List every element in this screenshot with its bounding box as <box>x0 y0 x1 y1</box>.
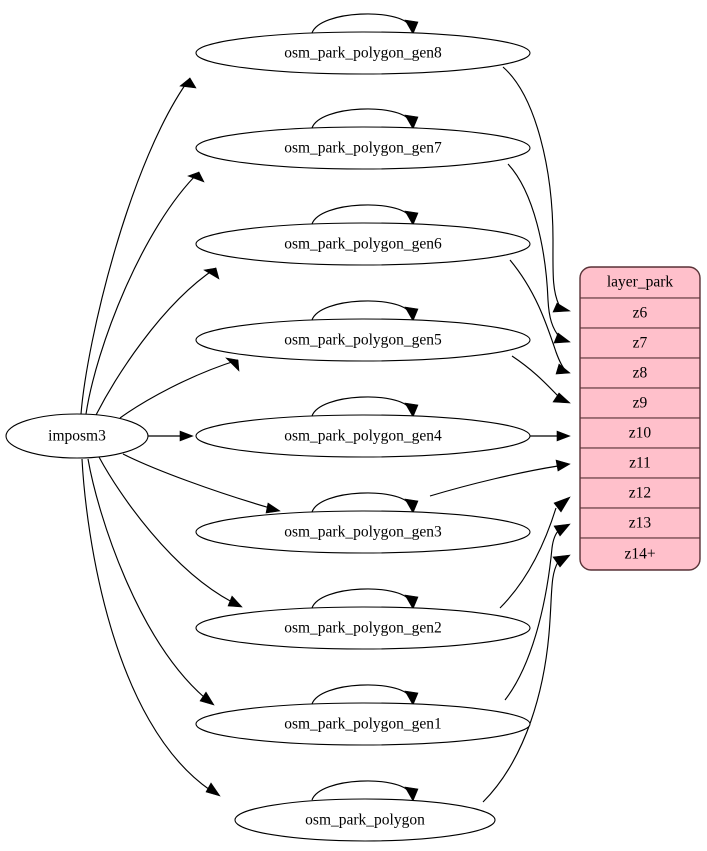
edge-gen6-to-z8 <box>509 259 571 375</box>
edge-imposm3-to-gen7 <box>85 171 205 415</box>
table-label-z12: z12 <box>629 485 651 502</box>
self-loop-gen5 <box>311 300 419 322</box>
node-osm_park_polygon_gen6[interactable]: osm_park_polygon_gen6 <box>195 222 531 266</box>
node-label-gen8: osm_park_polygon_gen8 <box>284 45 442 62</box>
table-header-cell <box>580 267 700 299</box>
table-label-z8: z8 <box>633 365 648 382</box>
table-label-z13: z13 <box>629 515 652 532</box>
table-outline <box>579 266 701 571</box>
table-label-z6: z6 <box>633 305 648 322</box>
node-label-gen5: osm_park_polygon_gen5 <box>284 332 442 349</box>
edge-gen3-to-z11 <box>429 459 571 497</box>
edge-imposm3-to-gen5 <box>119 357 240 419</box>
table-row-z7[interactable] <box>580 327 700 359</box>
node-osm_park_polygon_gen2[interactable]: osm_park_polygon_gen2 <box>195 606 531 650</box>
node-imposm3[interactable]: imposm3 <box>5 413 149 459</box>
self-loop-gen3 <box>311 492 419 514</box>
self-loop-gen2 <box>311 588 419 610</box>
self-loops <box>311 13 419 802</box>
table-label-z9: z9 <box>633 395 648 412</box>
table-label-z14plus: z14+ <box>624 546 655 563</box>
edge-imposm3-to-gen6 <box>95 267 220 416</box>
edge-imposm3-to-gen4 <box>148 430 194 442</box>
node-osm_park_polygon_gen8[interactable]: osm_park_polygon_gen8 <box>195 31 531 75</box>
edge-gen8-to-z6 <box>502 66 571 313</box>
table-row-z6[interactable] <box>580 297 700 329</box>
table-label-z7: z7 <box>633 335 648 352</box>
table-row-z10[interactable] <box>580 417 700 449</box>
edge-gen2-to-z12 <box>499 496 571 609</box>
edge-gen1-to-z13 <box>504 523 571 701</box>
node-label-imposm3: imposm3 <box>48 428 106 445</box>
node-label-gen6: osm_park_polygon_gen6 <box>284 236 442 253</box>
edges-from-imposm3 <box>80 77 281 797</box>
node-label-gen7: osm_park_polygon_gen7 <box>284 140 442 157</box>
edge-gen7-to-z7 <box>507 163 571 344</box>
self-loop-gen1 <box>311 684 419 706</box>
table-label-z10: z10 <box>629 425 652 442</box>
self-loop-base <box>311 780 419 802</box>
edge-gen4-to-z10 <box>530 430 571 442</box>
edge-imposm3-to-gen2 <box>98 456 243 608</box>
node-osm_park_polygon[interactable]: osm_park_polygon <box>234 798 496 842</box>
node-label-gen3: osm_park_polygon_gen3 <box>284 524 442 541</box>
node-osm_park_polygon_gen7[interactable]: osm_park_polygon_gen7 <box>195 126 531 170</box>
self-loop-gen6 <box>311 204 419 226</box>
self-loop-gen7 <box>311 108 419 130</box>
nodes: osm_park_polygon_gen8 osm_park_polygon_g… <box>5 31 531 842</box>
self-loop-gen8 <box>311 13 419 35</box>
table-row-z14plus[interactable] <box>580 537 700 570</box>
edges-to-table <box>429 66 571 803</box>
table-row-z8[interactable] <box>580 357 700 389</box>
layer-park-table[interactable]: layer_park z6 z7 z8 z9 z10 z11 z12 z13 z… <box>579 266 701 571</box>
edge-base-to-z14 <box>482 554 571 803</box>
edge-imposm3-to-gen1 <box>87 458 215 706</box>
node-label-gen1: osm_park_polygon_gen1 <box>284 716 442 733</box>
node-label-gen2: osm_park_polygon_gen2 <box>284 620 442 637</box>
node-osm_park_polygon_gen5[interactable]: osm_park_polygon_gen5 <box>195 318 531 362</box>
self-loop-gen4 <box>311 396 419 418</box>
node-osm_park_polygon_gen4[interactable]: osm_park_polygon_gen4 <box>195 414 531 458</box>
node-osm_park_polygon_gen1[interactable]: osm_park_polygon_gen1 <box>195 702 531 746</box>
table-header-label: layer_park <box>607 274 674 291</box>
node-label-base: osm_park_polygon <box>305 812 425 829</box>
edge-imposm3-to-gen3 <box>122 453 281 514</box>
table-label-z11: z11 <box>629 455 651 472</box>
node-label-gen4: osm_park_polygon_gen4 <box>284 428 442 445</box>
table-row-z9[interactable] <box>580 387 700 419</box>
node-osm_park_polygon_gen3[interactable]: osm_park_polygon_gen3 <box>195 510 531 554</box>
edge-imposm3-to-gen8 <box>80 77 197 415</box>
edge-gen5-to-z9 <box>511 355 571 404</box>
edge-imposm3-to-base <box>81 458 221 797</box>
